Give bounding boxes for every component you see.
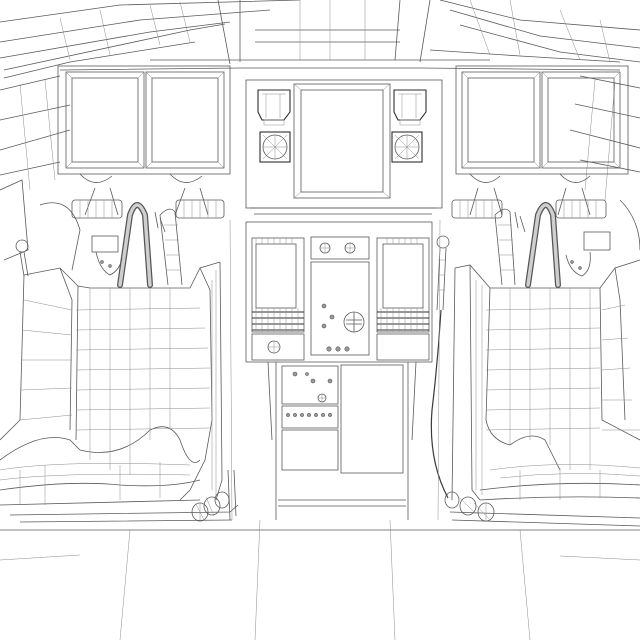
vent-left-icon <box>259 131 291 163</box>
floor <box>0 219 640 640</box>
left-roller-icon <box>191 491 230 522</box>
grid-pad-right <box>377 238 429 332</box>
right-display-group <box>455 65 629 216</box>
oxygen-mask-left-icon <box>91 235 123 276</box>
center-top-panel <box>245 79 443 215</box>
oxygen-mask-right-icon <box>565 231 611 277</box>
left-seat <box>0 179 239 523</box>
indicator-dots <box>286 413 332 417</box>
center-console <box>245 221 433 520</box>
vent-right-icon <box>391 131 423 163</box>
cup-holder-left <box>257 89 291 126</box>
cup-holder-right <box>393 89 427 126</box>
right-seat <box>430 199 640 527</box>
right-roller-icon <box>444 491 495 522</box>
grid-pad-left <box>252 238 304 332</box>
left-display-group <box>57 65 231 216</box>
overhead-canopy <box>0 0 640 201</box>
